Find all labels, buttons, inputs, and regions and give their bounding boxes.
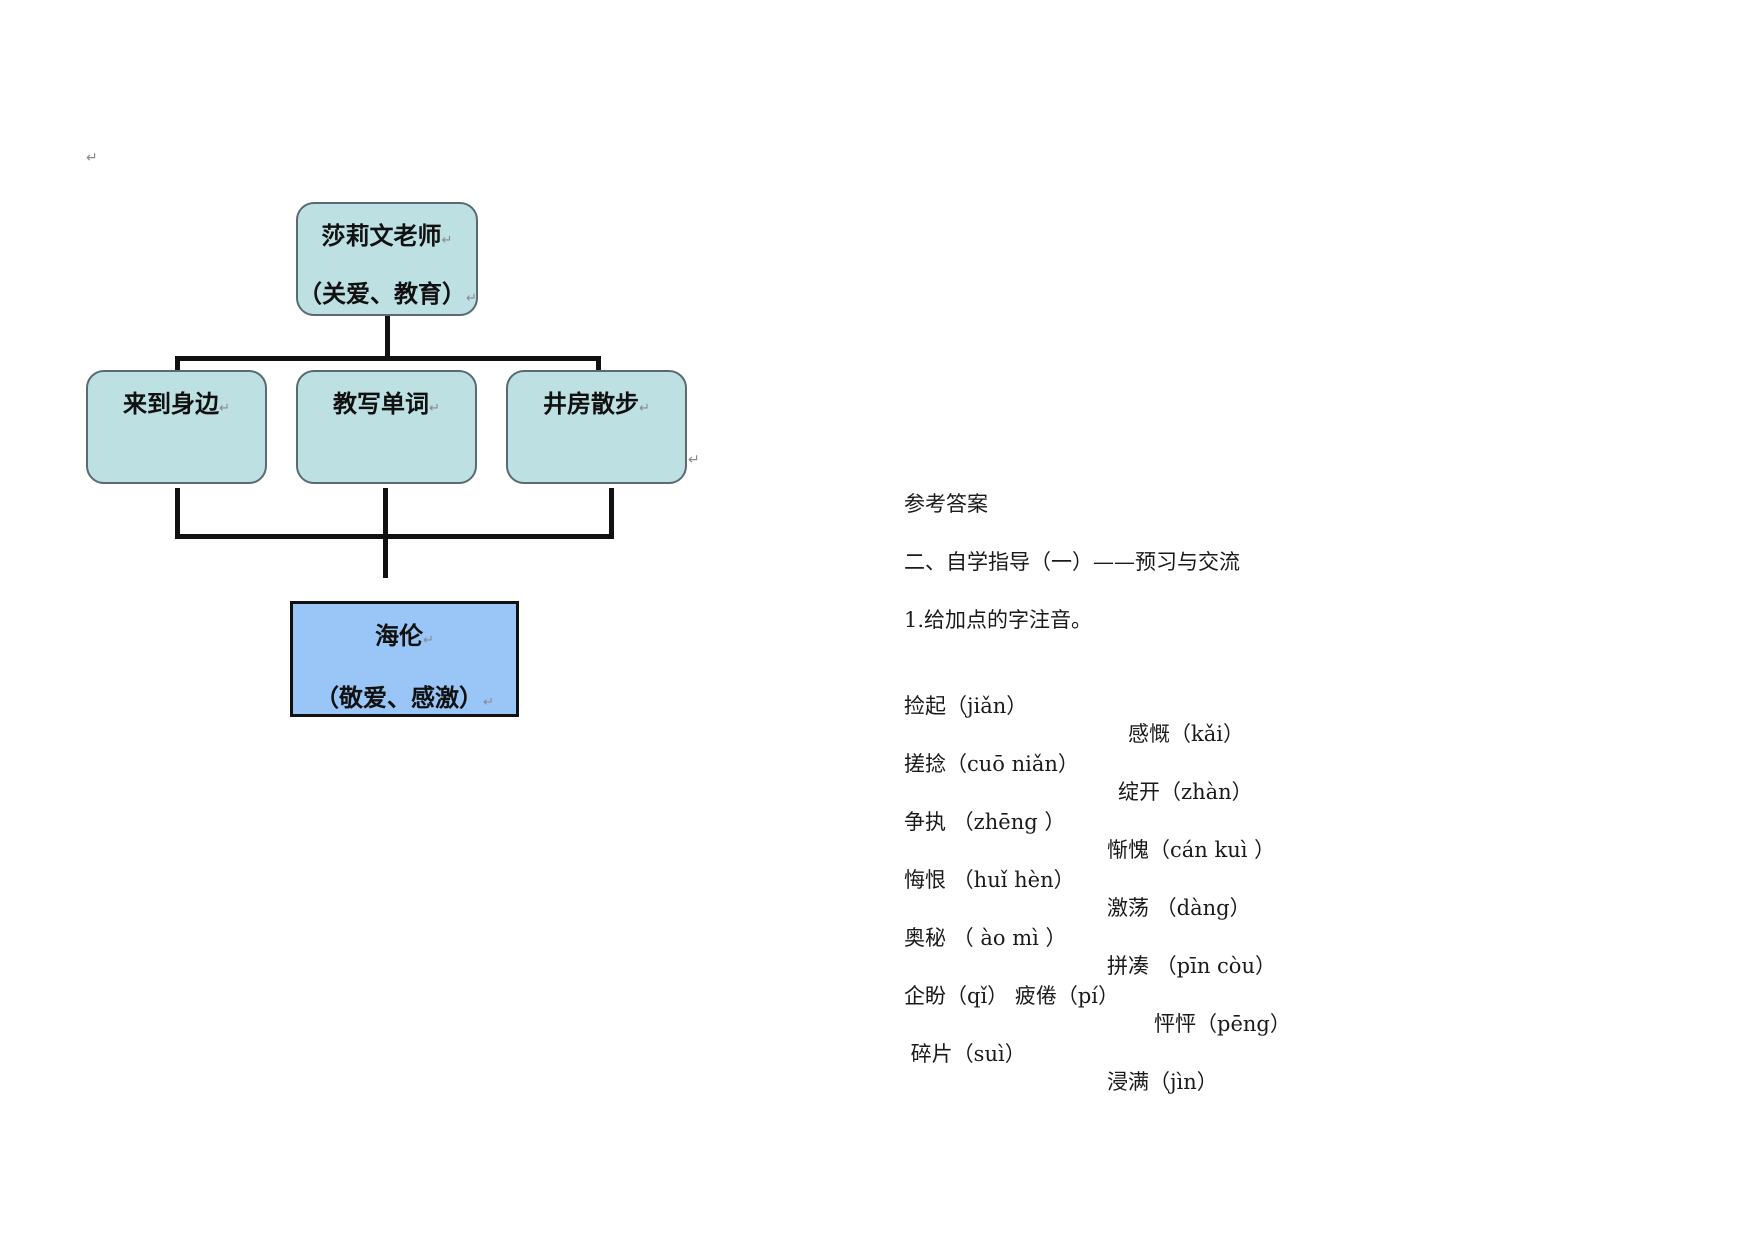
box-label: 来到身边 <box>123 390 220 418</box>
answer-right: 激荡 （dàng） <box>1107 896 1251 920</box>
relationship-diagram: 莎莉文老师↵ （关爱、教育）↵ 来到身边↵ 教写单词↵ 井房散步↵ ↵ 海伦↵ <box>0 0 760 760</box>
connector-line <box>175 534 614 539</box>
diagram-bottom-box: 海伦↵ （敬爱、感激）↵ <box>290 601 519 717</box>
answer-row: 奥秘 （ ào mì ） 拼凑 （pīn còu） <box>904 896 1404 1008</box>
connector-line <box>609 488 614 538</box>
answer-right: 浸满（jìn） <box>1107 1070 1218 1094</box>
paragraph-mark: ↵ <box>466 291 477 306</box>
diagram-box-arrival: 来到身边↵ <box>86 370 267 484</box>
answer-title: 参考答案 <box>904 492 988 516</box>
box-label: 井房散步 <box>543 390 640 418</box>
answer-left: 企盼（qǐ） 疲倦（pí） <box>904 984 1119 1008</box>
top-box-name: 莎莉文老师 <box>321 222 442 250</box>
answer-right: 绽开（zhàn） <box>1118 780 1253 804</box>
answer-left: 奥秘 （ ào mì ） <box>904 926 1067 950</box>
answer-left: 争执 （zhēng ） <box>904 810 1066 834</box>
answer-right: 惭愧（cán kuì ） <box>1107 838 1276 862</box>
diagram-box-writing-words: 教写单词↵ <box>296 370 477 484</box>
connector-line <box>175 356 180 372</box>
answer-left: 碎片（suì） <box>904 1042 1026 1066</box>
connector-line <box>383 488 388 578</box>
answer-right: 感慨（kǎi） <box>1128 722 1244 746</box>
connector-line <box>596 356 601 372</box>
answer-question: 1.给加点的字注音。 <box>904 608 1093 632</box>
answer-right: 怦怦（pēng） <box>1154 1012 1291 1036</box>
answer-left: 搓捻（cuō niǎn） <box>904 752 1079 776</box>
answer-row: 悔恨 （huǐ hèn） 激荡 （dàng） <box>904 838 1404 950</box>
paragraph-mark: ↵ <box>441 233 453 248</box>
paragraph-mark: ↵ <box>429 401 440 416</box>
connector-line <box>385 316 390 360</box>
diagram-box-well-house-walk: 井房散步↵ <box>506 370 687 484</box>
diagram-top-box: 莎莉文老师↵ （关爱、教育）↵ <box>296 202 478 316</box>
bottom-box-name: 海伦 <box>375 622 424 650</box>
paragraph-mark: ↵ <box>423 633 434 648</box>
answer-row: 碎片（suì） 浸满（jìn） <box>904 1012 1404 1124</box>
answer-row: 搓捻（cuō niǎn） 绽开（zhàn） <box>904 722 1404 834</box>
paragraph-mark: ↵ <box>219 401 230 416</box>
paragraph-mark: ↵ <box>483 695 494 710</box>
paragraph-mark: ↵ <box>86 150 98 166</box>
bottom-box-traits: （敬爱、感激） <box>315 684 484 712</box>
paragraph-mark: ↵ <box>639 401 650 416</box>
answer-row: 争执 （zhēng ） 惭愧（cán kuì ） <box>904 780 1404 892</box>
answer-section-heading: 二、自学指导（一）——预习与交流 <box>904 550 1240 574</box>
answer-right: 拼凑 （pīn còu） <box>1107 954 1276 978</box>
answer-left: 捡起（jiǎn） <box>904 694 1028 718</box>
answer-row: 捡起（jiǎn） 感慨（kǎi） <box>904 664 1404 776</box>
connector-line <box>175 488 180 538</box>
top-box-traits: （关爱、教育） <box>298 280 466 308</box>
box-label: 教写单词 <box>333 390 430 418</box>
answer-row: 企盼（qǐ） 疲倦（pí） 怦怦（pēng） <box>904 954 1404 1066</box>
answer-left: 悔恨 （huǐ hèn） <box>904 868 1075 892</box>
paragraph-mark: ↵ <box>688 452 700 468</box>
connector-line <box>175 356 601 361</box>
